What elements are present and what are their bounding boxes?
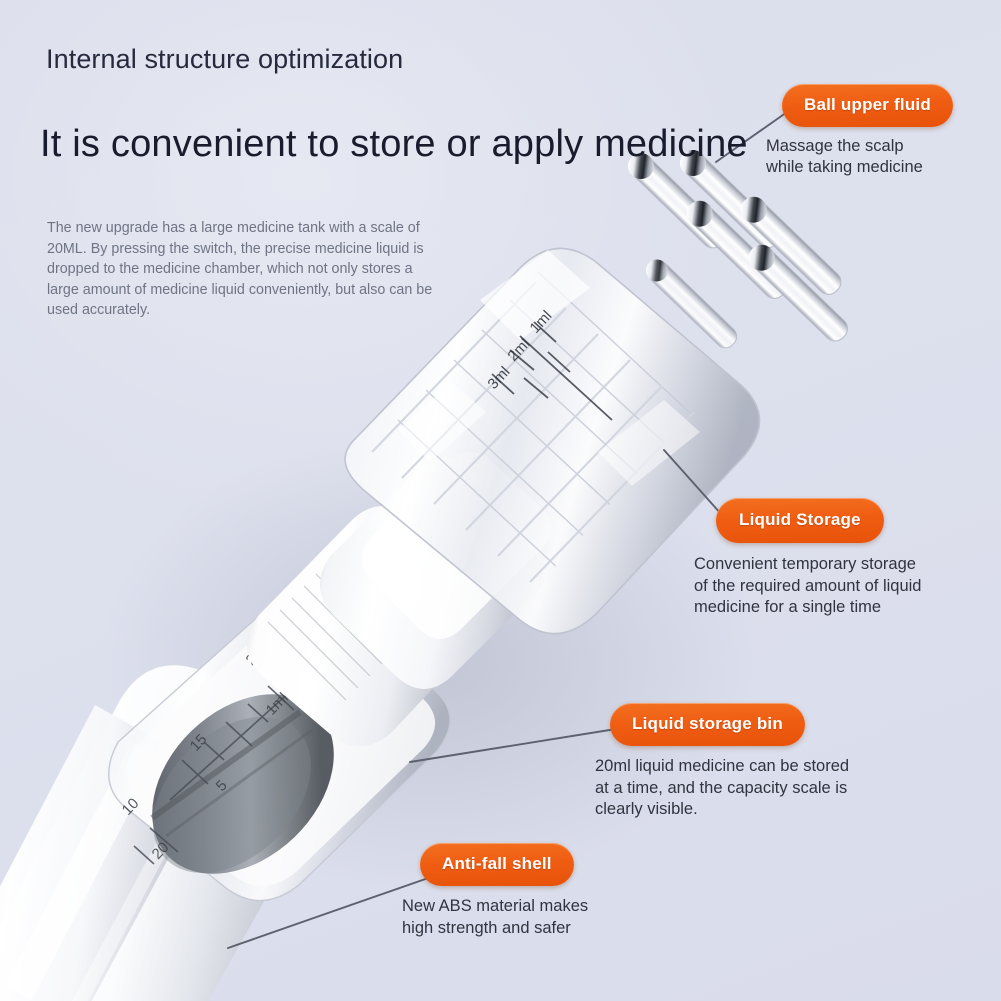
- callout-liquid-storage-bin: Liquid storage bin 20ml liquid medicine …: [595, 703, 849, 821]
- callout-badge-ball-upper-fluid[interactable]: Ball upper fluid: [782, 84, 953, 127]
- callout-badge-anti-fall-shell[interactable]: Anti-fall shell: [420, 843, 574, 886]
- callout-anti-fall-shell: Anti-fall shell New ABS material makes h…: [402, 843, 588, 939]
- product-barrel: 15 5 10 20 20 1ml: [0, 452, 555, 1001]
- page-title: It is convenient to store or apply medic…: [40, 123, 748, 165]
- reservoir-scale: [133, 665, 311, 865]
- heading-subtitle: Internal structure optimization: [46, 44, 404, 74]
- callout-liquid-storage: Liquid Storage Convenient temporary stor…: [694, 498, 921, 619]
- callout-ball-upper-fluid: Ball upper fluid Massage the scalp while…: [766, 84, 953, 178]
- callout-description-liquid-storage: Convenient temporary storage of the requ…: [694, 555, 922, 616]
- product-head: 1ml 2ml 3ml: [344, 150, 848, 635]
- callout-description-liquid-storage-bin: 20ml liquid medicine can be stored at a …: [595, 757, 850, 818]
- head-scale: [491, 321, 613, 421]
- callout-description-ball-upper-fluid: Massage the scalp while taking medicine: [766, 137, 923, 176]
- callout-description-anti-fall-shell: New ABS material makes high strength and…: [402, 897, 589, 937]
- callout-badge-liquid-storage-bin[interactable]: Liquid storage bin: [610, 703, 805, 746]
- callout-badge-liquid-storage[interactable]: Liquid Storage: [716, 498, 884, 543]
- applicator-pins: [627, 150, 848, 349]
- intro-paragraph: The new upgrade has a large medicine tan…: [47, 220, 433, 319]
